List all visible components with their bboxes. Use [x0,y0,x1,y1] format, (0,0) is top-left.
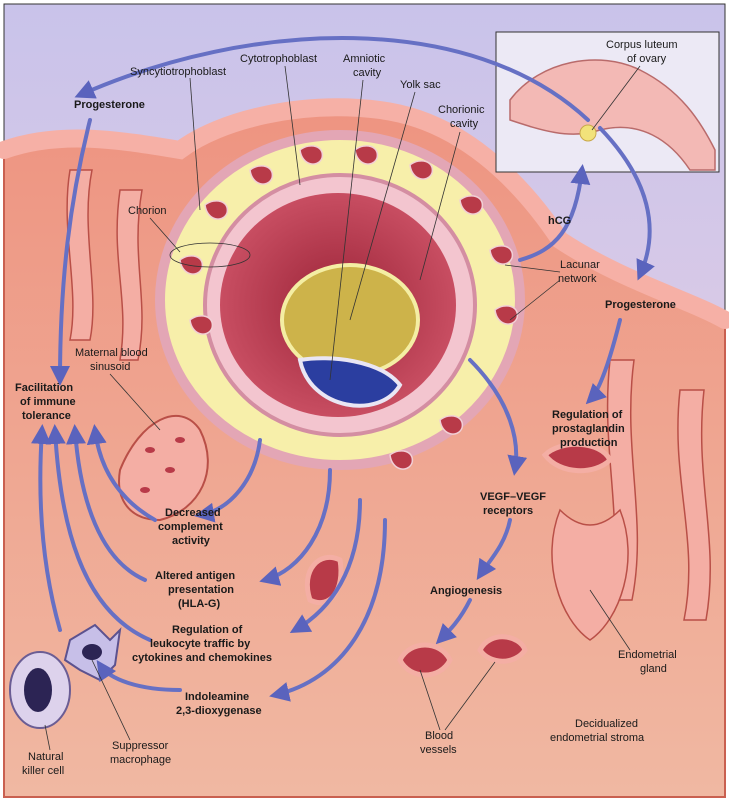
arrow-complement-tolerance [86,424,157,522]
label-vegf-2: receptors [483,505,533,517]
label-prostaglandin-2: prostaglandin [552,423,625,435]
label-chorionic-2: cavity [450,118,479,130]
label-yolk-sac: Yolk sac [400,79,441,91]
arrow-to-progesterone-left [74,36,590,122]
arrow-leukocyte-tolerance [45,424,152,642]
arrow-antigen [259,468,332,586]
surface-epithelium [0,98,729,329]
label-vegf-1: VEGF–VEGF [480,491,546,503]
maternal-blood-sinusoid [118,414,209,522]
label-sinusoid-1: Maternal blood [75,347,148,359]
label-antigen-3: (HLA-G) [178,598,220,610]
label-antigen-2: presentation [168,584,234,596]
label-hcg: hCG [548,215,571,227]
label-stroma-1: Decidualized [575,718,638,730]
label-angiogenesis: Angiogenesis [430,585,502,597]
label-lacunar-2: network [558,273,597,285]
blastocyst [155,130,525,470]
label-sinusoid-2: sinusoid [90,361,130,373]
arrow-antigen-tolerance [66,424,147,582]
label-progesterone-right: Progesterone [605,299,676,311]
label-chorion: Chorion [128,205,167,217]
arrow-leukocyte [289,498,362,633]
label-ido-2: 2,3-dioxygenase [176,705,262,717]
label-lacunar-1: Lacunar [560,259,600,271]
uterine-glands-left [66,169,143,361]
label-leukocyte-1: Regulation of [172,624,243,636]
endometrial-glands [551,359,711,641]
label-corpus-luteum-2: of ovary [627,53,667,65]
label-complement-3: activity [172,535,211,547]
label-complement-2: complement [158,521,223,533]
label-tolerance-1: Facilitation [15,382,73,394]
label-macrophage-2: macrophage [110,754,171,766]
arrow-blood-vessels [435,598,472,645]
label-prostaglandin-3: production [560,437,618,449]
arrow-vegf [468,358,528,476]
arrow-angiogenesis [476,518,512,580]
label-stroma-2: endometrial stroma [550,732,645,744]
ovary-inset [495,31,720,173]
label-prostaglandin-1: Regulation of [552,409,623,421]
label-vessels-2: vessels [420,744,457,756]
label-leukocyte-2: leukocyte traffic by [150,638,251,650]
label-cytotrophoblast: Cytotrophoblast [240,53,317,65]
natural-killer-cell [9,651,71,729]
label-vessels-1: Blood [425,730,453,742]
label-gland-2: gland [640,663,667,675]
arrow-to-progesterone-right [598,126,655,281]
label-progesterone-left: Progesterone [74,99,145,111]
lacunar-spaces [179,145,519,470]
arrow-complement [194,438,262,523]
label-complement-1: Decreased [165,507,221,519]
arrow-prostaglandin [585,318,622,405]
label-tolerance-2: of immune [20,396,76,408]
signal-arrows [31,36,655,702]
leader-lines [44,65,641,751]
label-syncytiotrophoblast: Syncytiotrophoblast [130,66,226,78]
label-corpus-luteum-1: Corpus luteum [606,39,678,51]
label-leukocyte-3: cytokines and chemokines [132,652,272,664]
label-tolerance-3: tolerance [22,410,71,422]
blood-cells [140,437,185,493]
arrow-progesterone-down [50,118,92,386]
label-amniotic-2: cavity [353,67,382,79]
label-nk-2: killer cell [22,765,64,777]
label-antigen-1: Altered antigen [155,570,235,582]
arrow-nk-tolerance [31,424,62,632]
label-gland-1: Endometrial [618,649,677,661]
arrow-ido-macrophage [96,660,182,692]
label-ido-1: Indoleamine [185,691,249,703]
arrow-ido [269,518,387,702]
amniotic-cavity [297,356,403,408]
label-chorionic-1: Chorionic [438,104,485,116]
label-amniotic-1: Amniotic [343,53,386,65]
label-macrophage-1: Suppressor [112,740,169,752]
label-nk-1: Natural [28,751,63,763]
arrow-hcg [518,164,591,262]
